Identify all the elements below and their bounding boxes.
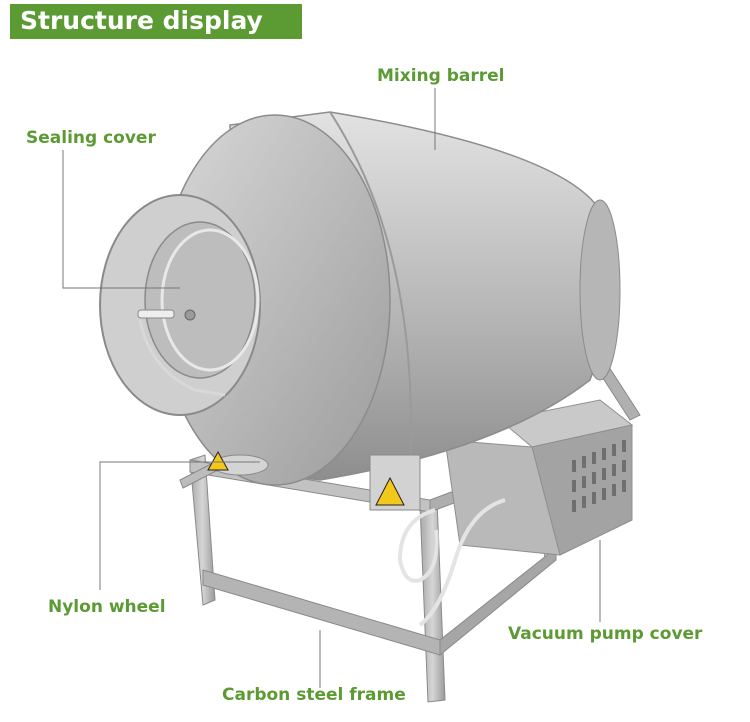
leader-lines: [62, 88, 601, 688]
warning-label-icon: [207, 450, 405, 506]
sealing-cover: [99, 194, 261, 416]
label-sealing-cover: Sealing cover: [26, 128, 156, 148]
hose: [397, 498, 506, 627]
header-badge: [10, 4, 302, 39]
label-vacuum-pump-cover: Vacuum pump cover: [508, 624, 703, 644]
vacuum-pump-cover: [444, 399, 634, 556]
label-nylon-wheel: Nylon wheel: [48, 597, 166, 617]
label-mixing-barrel: Mixing barrel: [377, 66, 505, 86]
label-carbon-steel-frame: Carbon steel frame: [222, 685, 406, 705]
page-title: Structure display: [20, 6, 263, 35]
